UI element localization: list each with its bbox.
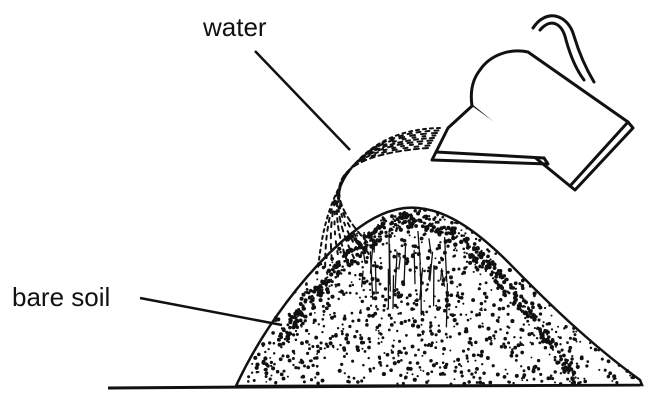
bare-soil-leader-line xyxy=(140,298,282,325)
bare-soil-label: bare soil xyxy=(12,284,110,310)
water-label: water xyxy=(203,14,267,40)
watering-can-icon xyxy=(432,16,633,190)
water-leader-line xyxy=(255,51,350,150)
